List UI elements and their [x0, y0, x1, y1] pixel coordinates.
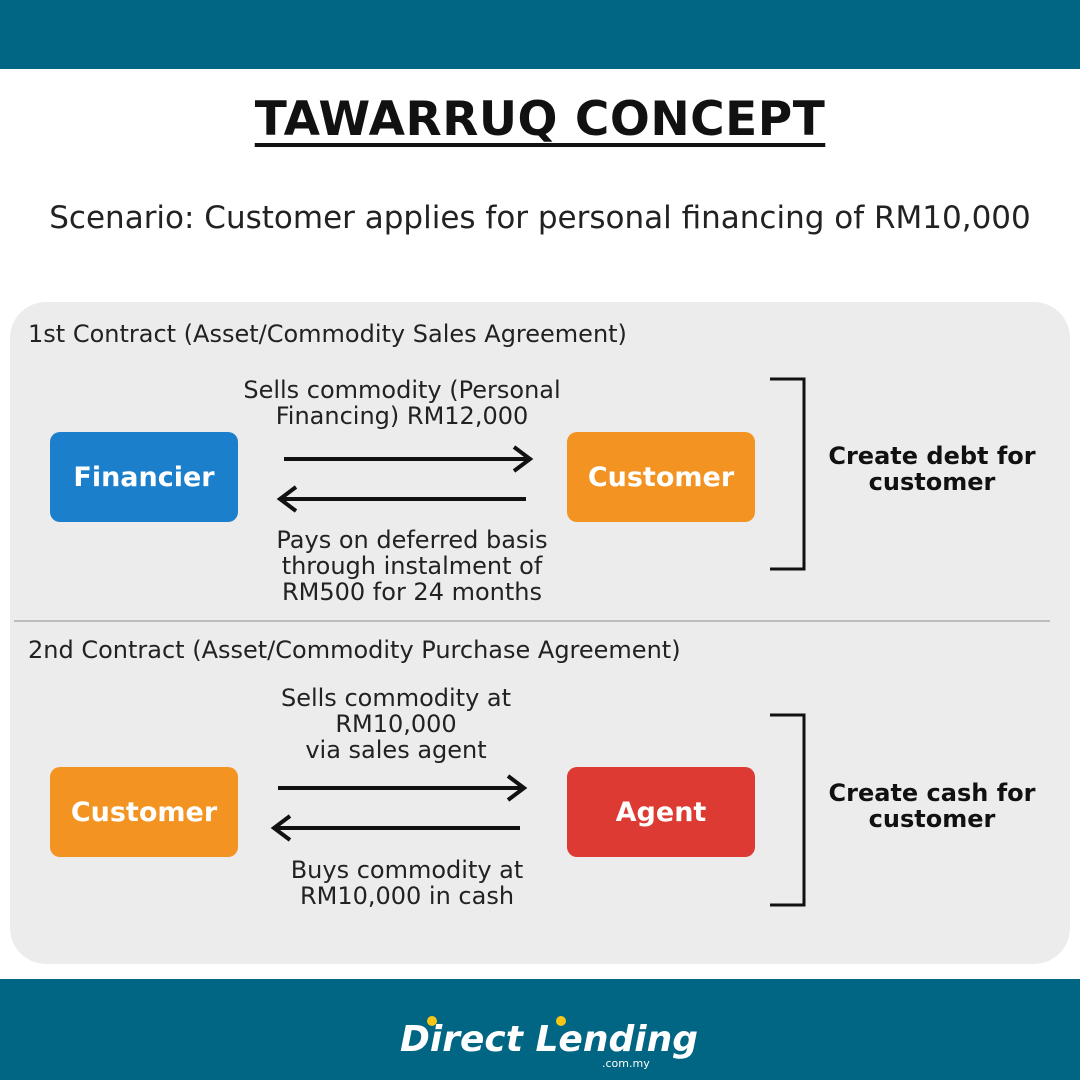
agent-label: Agent [615, 796, 707, 828]
contract1-forward-caption: Sells commodity (Personal Financing) RM1… [232, 377, 572, 429]
contract2-outcome-line1: Create cash for [828, 779, 1036, 807]
contract2-forward-caption: Sells commodity at RM10,000 via sales ag… [226, 685, 566, 763]
contract2-outcome: Create cash for customer [818, 780, 1046, 832]
contract1-back-caption: Pays on deferred basis through instalmen… [242, 527, 582, 605]
direct-lending-logo: Direct Lending .com.my [400, 1016, 698, 1070]
contract2-outcome-line2: customer [868, 805, 996, 833]
contract1-back-line1: Pays on deferred basis [276, 526, 548, 554]
customer-label-contract2: Customer [70, 796, 218, 828]
contract2-back-line1: Buys commodity at [290, 856, 524, 884]
contract2-label: 2nd Contract (Asset/Commodity Purchase A… [28, 636, 681, 664]
contract2-forward-line1: Sells commodity at [280, 684, 512, 712]
top-banner [0, 0, 1080, 69]
contract2-forward-line2: RM10,000 [335, 710, 457, 738]
contract2-bracket [770, 713, 806, 907]
contract2-forward-line3: via sales agent [305, 736, 487, 764]
scenario-text: Scenario: Customer applies for personal … [49, 200, 1031, 236]
contract2-back-arrow [270, 814, 520, 842]
brand-name: Direct Lending [400, 1019, 698, 1060]
contract1-forward-line2: Financing) RM12,000 [275, 402, 529, 430]
financier-box: Financier [50, 432, 238, 522]
contract1-forward-arrow [284, 445, 534, 473]
contract1-outcome-line1: Create debt for [828, 442, 1036, 470]
customer-box-contract1: Customer [567, 432, 755, 522]
logo-dot-2 [556, 1016, 566, 1026]
section-divider [14, 620, 1050, 622]
bottom-banner [0, 979, 1080, 1080]
contract1-outcome: Create debt for customer [818, 443, 1046, 495]
contract1-back-line3: RM500 for 24 months [281, 578, 542, 606]
contract2-back-line2: RM10,000 in cash [299, 882, 515, 910]
contract1-label: 1st Contract (Asset/Commodity Sales Agre… [28, 320, 627, 348]
page-title-wrap: TAWARRUQ CONCEPT [0, 92, 1080, 147]
brand-domain: .com.my [602, 1057, 650, 1070]
contract2-back-caption: Buys commodity at RM10,000 in cash [237, 857, 577, 909]
page-title: TAWARRUQ CONCEPT [254, 92, 826, 147]
contract1-forward-line1: Sells commodity (Personal [243, 376, 561, 404]
contract1-bracket [770, 377, 806, 571]
customer-label-contract1: Customer [587, 461, 735, 493]
customer-box-contract2: Customer [50, 767, 238, 857]
contract1-outcome-line2: customer [868, 468, 996, 496]
agent-box: Agent [567, 767, 755, 857]
contract2-forward-arrow [278, 774, 528, 802]
financier-label: Financier [73, 461, 215, 493]
contract1-back-arrow [276, 485, 526, 513]
contract1-back-line2: through instalment of [281, 552, 543, 580]
logo-dot-1 [427, 1016, 437, 1026]
